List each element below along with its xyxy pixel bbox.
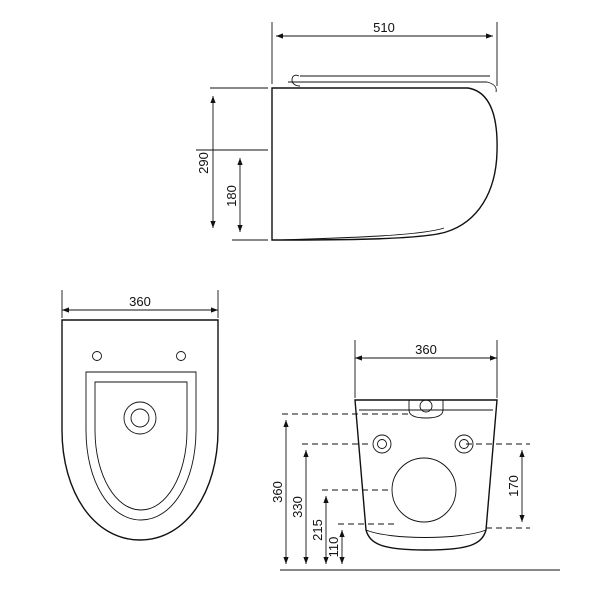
dim-label-510: 510: [373, 20, 395, 35]
side-flush-hook-icon: [291, 74, 301, 87]
dim-label-front-h170: 170: [506, 475, 521, 497]
dim-label-plan-360: 360: [129, 294, 151, 309]
plan-fixing-hole-left: [92, 351, 102, 361]
plan-outlet-circle: [123, 401, 157, 435]
dim-label-front-h330: 330: [290, 496, 305, 518]
plan-bowl-outline: [85, 371, 197, 521]
front-waste-circle: [391, 457, 457, 523]
front-bottom-curve: [365, 529, 487, 538]
front-bolt-left-inner: [377, 439, 387, 449]
side-elevation-view: 510 290 180: [196, 20, 498, 241]
side-bowl-inner-line: [277, 227, 445, 241]
dim-label-front-h360: 360: [270, 481, 285, 503]
dim-label-290: 290: [196, 152, 211, 174]
plan-view: 360: [61, 290, 219, 541]
dim-label-front-360: 360: [415, 342, 437, 357]
front-flush-inlet: [408, 400, 444, 419]
dim-label-front-h110: 110: [326, 537, 341, 558]
front-bolt-left-outer: [372, 434, 392, 454]
dim-label-front-h215: 215: [310, 519, 325, 541]
plan-fixing-hole-right: [176, 351, 186, 361]
plan-outlet-inner-circle: [130, 408, 150, 428]
plan-bowl-inner-line: [94, 381, 188, 511]
side-rim-line: [288, 81, 497, 93]
front-pan-outline: [354, 399, 498, 551]
plan-pan-outline: [61, 319, 219, 541]
front-bolt-right-outer: [454, 434, 474, 454]
front-inlet-circle: [419, 399, 433, 413]
front-elevation-view: 360 360 330 215 110 170: [270, 340, 560, 571]
side-pan-outline: [271, 87, 498, 241]
dim-label-180: 180: [224, 185, 239, 207]
